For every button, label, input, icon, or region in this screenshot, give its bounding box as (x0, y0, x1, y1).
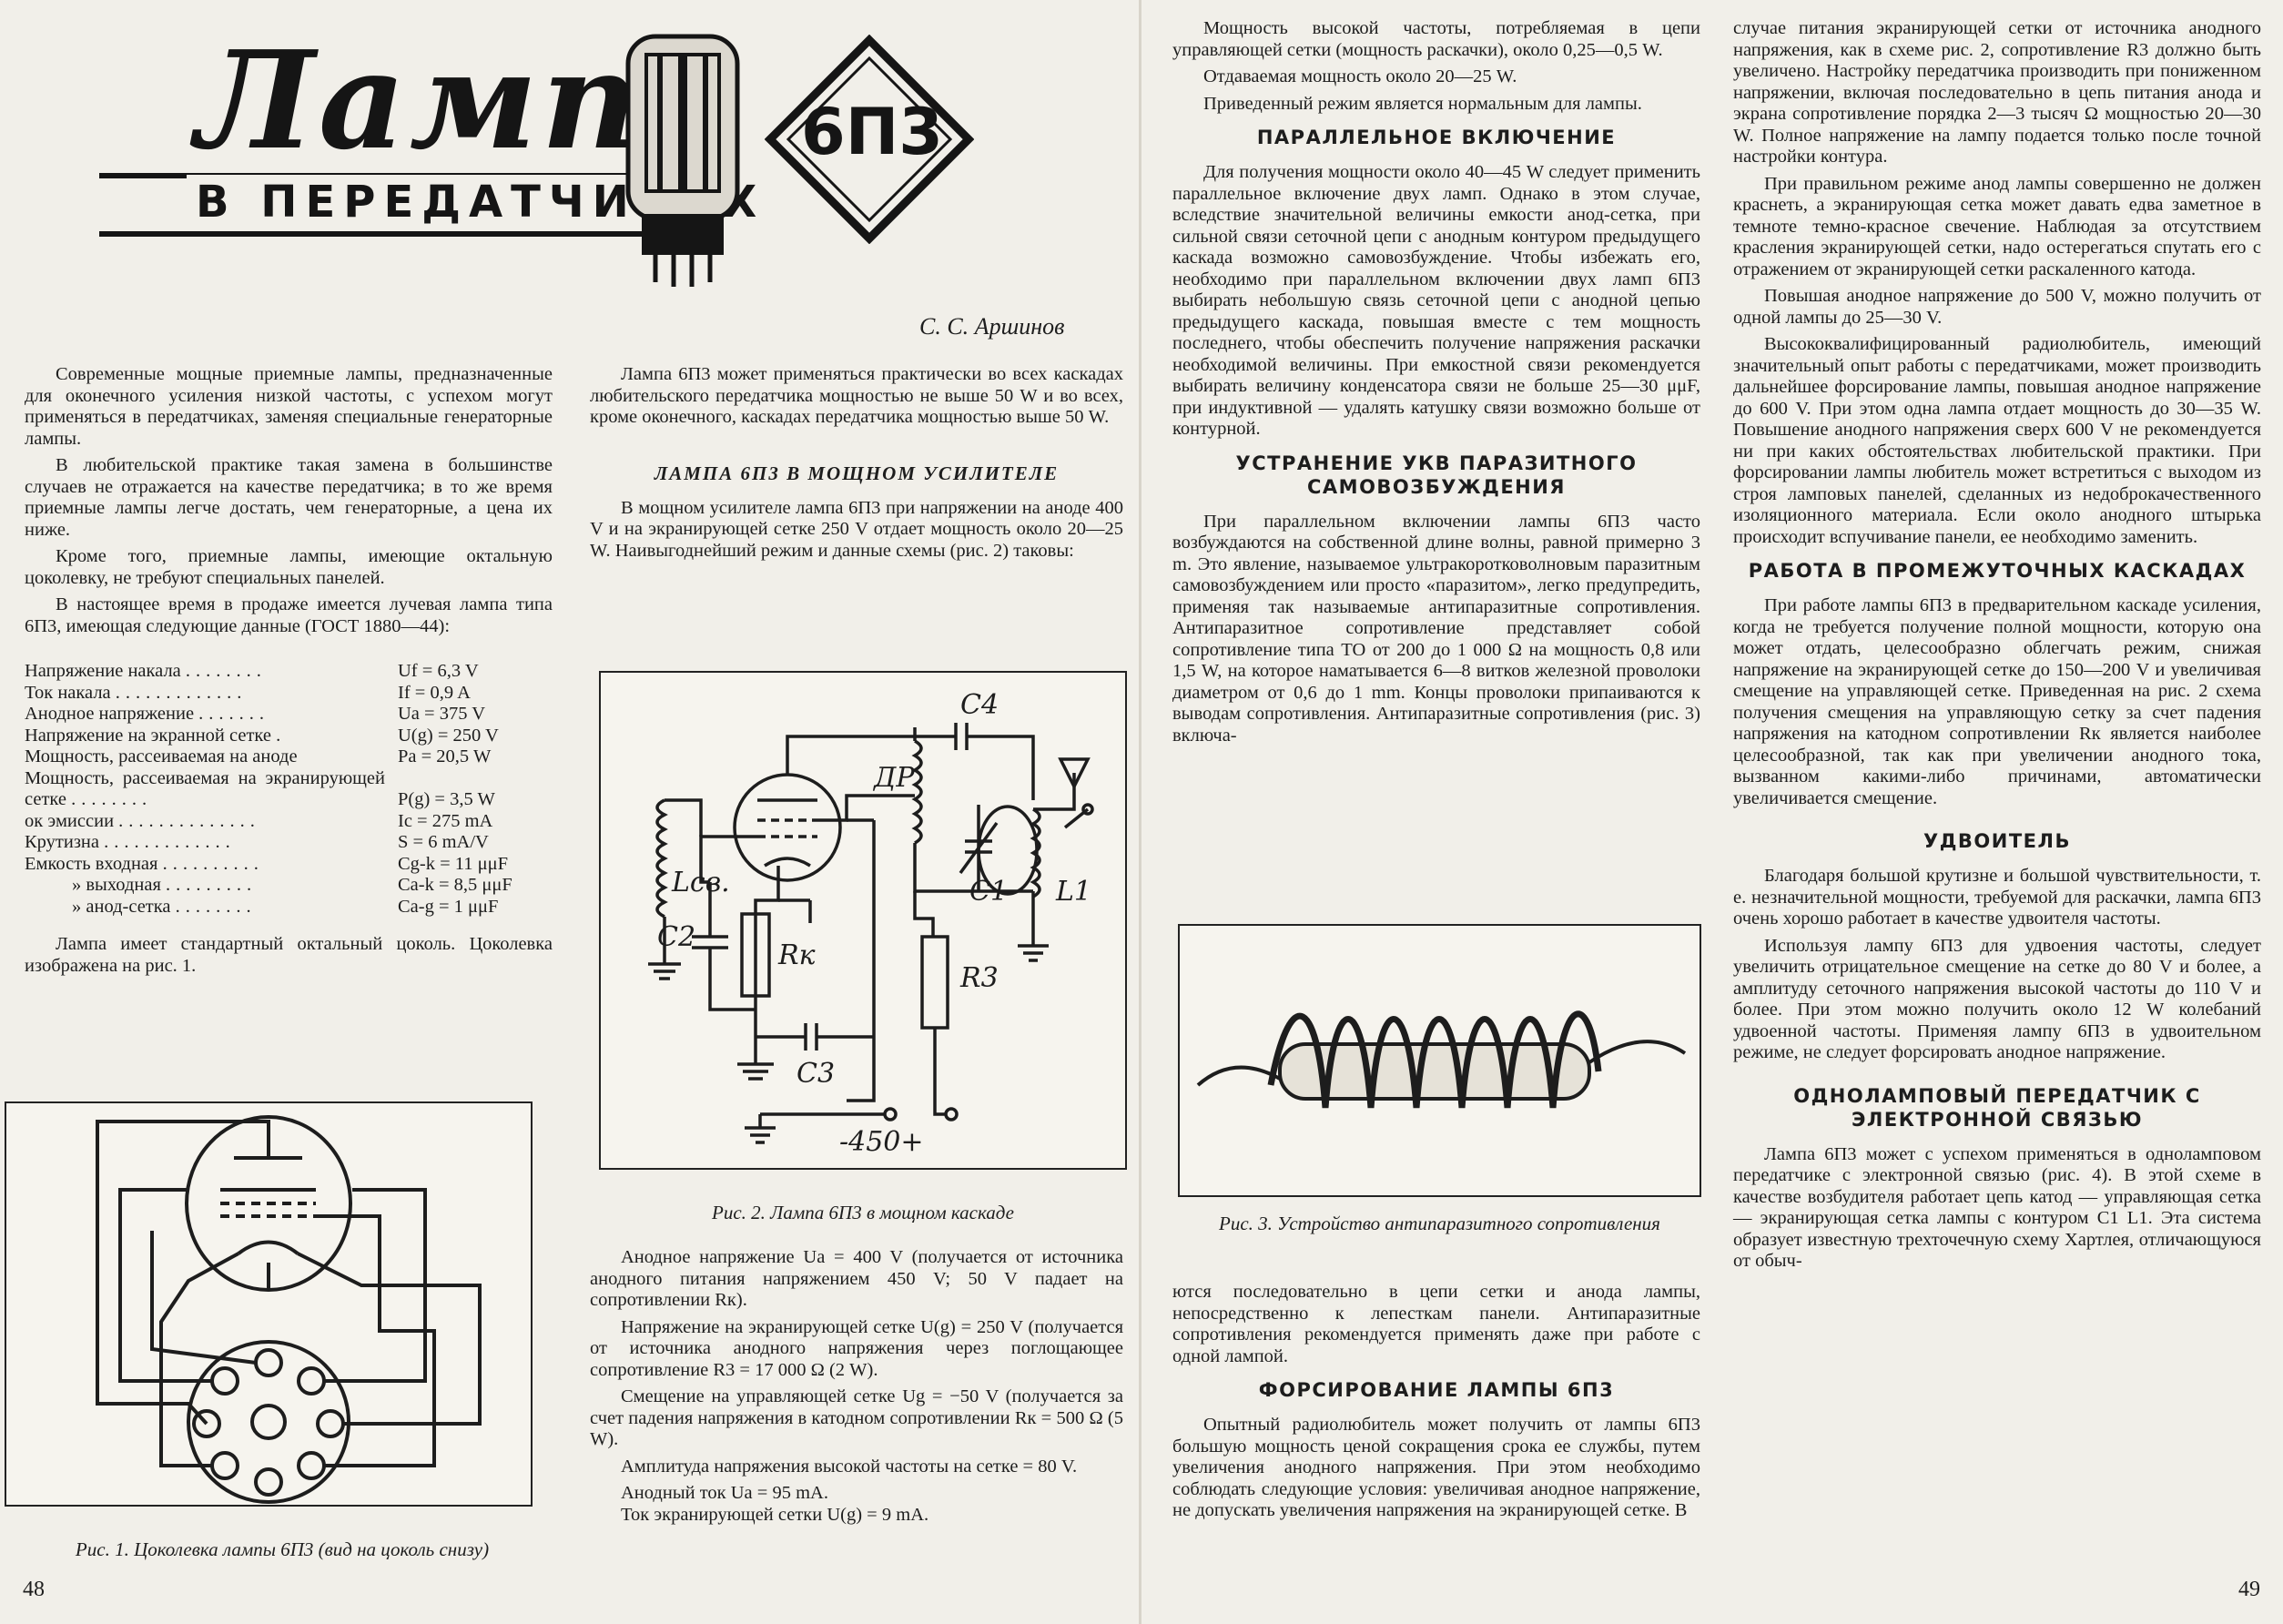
label-c4: C4 (960, 689, 999, 721)
right-column-1-lower: ются последовательно в цепи сетки и анод… (1172, 1282, 1700, 1528)
page-right: Мощность высокой частоты, потребляемая в… (1142, 0, 2283, 1624)
figure-3-caption: Рис. 3. Устройство антипаразитного сопро… (1219, 1213, 1660, 1234)
label-c2: C2 (657, 921, 695, 953)
left-column-2: Лампа 6П3 может применяться практически … (590, 364, 1123, 567)
title-tube-type: 6П3 (801, 95, 943, 169)
figure-1-pinout (5, 1101, 533, 1507)
section-heading-single-tube: ОДНОЛАМПОВЫЙ ПЕРЕДАТЧИК С ЭЛЕКТРОННОЙ СВ… (1793, 1084, 2201, 1131)
label-c1: C1 (969, 876, 1008, 908)
paragraph: Ток экранирующей сетки U(g) = 9 mA. (621, 1504, 929, 1525)
spec-row: Емкость входная ..........Cg-k = 11 μμF (25, 853, 509, 874)
label-l1: L1 (1055, 876, 1091, 908)
label-r3: R3 (959, 962, 999, 994)
paragraph: При параллельном включении лампы 6П3 час… (1172, 511, 1700, 746)
spec-row: Напряжение накала ........Uf = 6,3 V (25, 661, 479, 681)
figure-3-antiparasitic-resistor (1178, 924, 1701, 1197)
paragraph: Анодный ток Ua = 95 mA. (621, 1483, 828, 1503)
paragraph: Смещение на управляющей сетке Ug = −50 V… (590, 1386, 1123, 1449)
paragraph: Приведенный режим является нормальным дл… (1203, 93, 1642, 114)
spec-row: Анодное напряжение .......Ua = 375 V (25, 704, 486, 724)
spec-row: ок эмиссии ..............Ic = 275 mA (25, 810, 493, 831)
amplifier-schematic: C4 ДР Lсв. C2 Rк R3 C3 C1 L1 -450+ (648, 689, 1094, 1158)
paragraph: Современные мощные приемные лампы, предн… (25, 364, 553, 449)
paragraph: Благодаря большой крутизне и большой чув… (1733, 866, 2261, 929)
label-rk: Rк (777, 939, 816, 971)
spec-row: » анод-сетка ........Ca-g = 1 μμF (72, 896, 499, 917)
article-title: Лампа В ПЕРЕДАТЧИКАХ 6П3 (86, 18, 1033, 287)
paragraph: Мощность высокой частоты, потребляемая в… (1172, 18, 1700, 60)
section-heading-intermediate: РАБОТА В ПРОМЕЖУТОЧНЫХ КАСКАДАХ (1748, 560, 2247, 582)
spec-row: » выходная .........Ca-k = 8,5 μμF (72, 875, 512, 895)
label-supply: -450+ (839, 1126, 924, 1158)
figure-2-amplifier-schematic: C4 ДР Lсв. C2 Rк R3 C3 C1 L1 -450+ (599, 671, 1127, 1170)
right-column-2: случае питания экранирующей сетки от ист… (1733, 18, 2261, 1278)
paragraph: Лампа 6П3 может с успехом применяться в … (1733, 1143, 2261, 1272)
tube-specifications-list: Напряжение накала ........Uf = 6,3 V Ток… (25, 661, 553, 918)
label-dr: ДР (872, 762, 915, 794)
page-number-left: 48 (23, 1578, 45, 1601)
page-left: Лампа В ПЕРЕДАТЧИКАХ 6П3 С. С. Аршинов С… (5, 18, 1127, 1601)
title-diamond-badge (765, 35, 974, 244)
spec-row: Крутизна .............S = 6 mA/V (25, 832, 489, 852)
paragraph: Отдаваемая мощность около 20—25 W. (1203, 66, 1517, 86)
figure-2-caption: Рис. 2. Лампа 6П3 в мощном каскаде (712, 1202, 1014, 1223)
pinout-diagram (96, 1115, 482, 1504)
paragraph: Кроме того, приемные лампы, имеющие окта… (25, 546, 553, 588)
label-c3: C3 (797, 1058, 835, 1090)
left-column-2-lower: Анодное напряжение Ua = 400 V (получаетс… (590, 1247, 1123, 1531)
page-number-right: 49 (2238, 1578, 2260, 1601)
paragraph: Анодное напряжение Ua = 400 V (получаетс… (590, 1247, 1123, 1310)
section-heading-amplifier: ЛАМПА 6П3 В МОЩНОМ УСИЛИТЕЛЕ (654, 462, 1060, 484)
author-name: С. С. Аршинов (919, 313, 1065, 340)
left-column-1: Современные мощные приемные лампы, предн… (25, 364, 553, 982)
resistor-coil-drawing (1196, 1010, 1687, 1109)
paragraph: Лампа 6П3 может применяться практически … (590, 364, 1123, 427)
paragraph: В настоящее время в продаже имеется луче… (25, 594, 553, 636)
paragraph: При работе лампы 6П3 в предварительном к… (1733, 595, 2261, 808)
vacuum-tube-illustration (625, 34, 740, 287)
label-lcv: Lсв. (671, 867, 730, 898)
spec-row: Напряжение на экранной сетке .U(g) = 250… (25, 725, 499, 746)
paragraph: Амплитуда напряжения высокой частоты на … (621, 1456, 1078, 1477)
paragraph: Используя лампу 6П3 для удвоения частоты… (1733, 935, 2261, 1063)
paragraph: Высококвалифицированный радиолюбитель, и… (1733, 334, 2261, 547)
section-heading-forcing: ФОРСИРОВАНИЕ ЛАМПЫ 6П3 (1258, 1379, 1615, 1401)
figure-1-caption: Рис. 1. Цоколевка лампы 6П3 (вид на цоко… (75, 1538, 490, 1560)
paragraph: В мощном усилителе лампа 6П3 при напряже… (590, 497, 1123, 561)
right-column-1: Мощность высокой частоты, потребляемая в… (1172, 18, 1700, 752)
spec-row: Ток накала .............If = 0,9 A (25, 682, 471, 703)
paragraph: В любительской практике такая замена в б… (25, 455, 553, 540)
paragraph: Напряжение на экранирующей сетке U(g) = … (590, 1316, 1123, 1380)
paragraph: Опытный радиолюбитель может получить от … (1172, 1415, 1700, 1520)
section-heading-parallel: ПАРАЛЛЕЛЬНОЕ ВКЛЮЧЕНИЕ (1256, 127, 1617, 148)
section-heading-vhf-parasitic: УСТРАНЕНИЕ УКВ ПАРАЗИТНОГО САМОВОЗБУЖДЕН… (1235, 452, 1638, 498)
spec-row: Мощность, рассеиваемая на экранирующей с… (25, 767, 495, 810)
paragraph: случае питания экранирующей сетки от ист… (1733, 18, 2261, 167)
paragraph: Лампа имеет стандартный октальный цоколь… (25, 934, 553, 976)
paragraph: ются последовательно в цепи сетки и анод… (1172, 1282, 1700, 1366)
page-gutter (1139, 0, 1142, 1624)
paragraph: Повышая анодное напряжение до 500 V, мож… (1733, 286, 2261, 328)
paragraph: При правильном режиме анод лампы соверше… (1733, 173, 2261, 279)
paragraph: Для получения мощности около 40—45 W сле… (1172, 162, 1700, 439)
section-heading-doubler: УДВОИТЕЛЬ (1923, 830, 2071, 852)
